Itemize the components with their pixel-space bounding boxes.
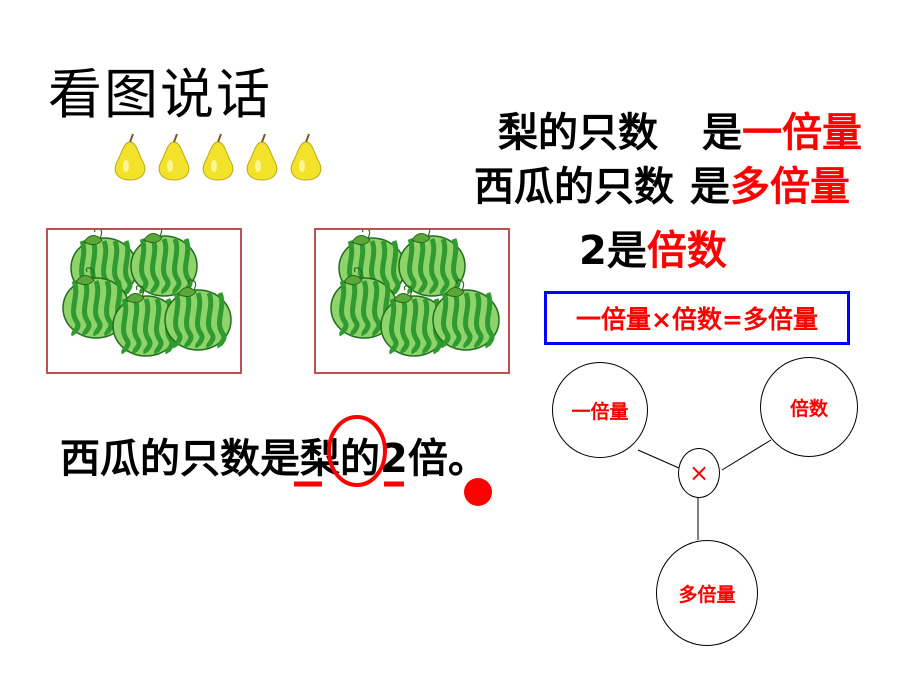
pear-icon: [202, 133, 234, 181]
formula-box: 一倍量×倍数=多倍量: [544, 291, 850, 345]
node-label: 多倍量: [678, 583, 736, 606]
formula-text: 一倍量×倍数=多倍量: [576, 305, 818, 334]
statement-verb: 是: [690, 164, 730, 210]
statement-subject: 梨的只数: [498, 110, 658, 156]
statement-term: 多倍量: [730, 164, 850, 210]
watermelon-box-right: [314, 225, 510, 374]
pears-illustration: [114, 133, 322, 181]
node-multiple: 倍数: [760, 357, 858, 457]
statement-verb: 是: [702, 110, 742, 156]
pear-icon: [158, 133, 190, 181]
watermelon-group-icon: [62, 225, 232, 357]
watermelon-icon: [164, 279, 232, 351]
watermelon-box-left: [46, 225, 242, 374]
node-label: 倍数: [789, 397, 828, 420]
main-sentence: 西瓜的只数是梨的2倍。: [60, 436, 488, 482]
node-one-unit: 一倍量: [552, 362, 648, 458]
node-operator: ×: [678, 448, 720, 498]
highlight-circle: [327, 415, 387, 487]
node-label: 一倍量: [571, 400, 629, 423]
node-result: 多倍量: [656, 540, 758, 646]
sentence-annotations: [294, 415, 492, 506]
red-dot-icon: [464, 478, 492, 506]
statement-subject: 2是: [579, 228, 647, 274]
statement-watermelon: 西瓜的只数是多倍量: [474, 154, 850, 212]
watermelon-icon: [112, 285, 180, 357]
watermelon-group-icon: [330, 225, 500, 357]
statement-subject: 西瓜的只数: [474, 164, 674, 210]
multiply-icon: ×: [688, 459, 710, 487]
statement-term: 一倍量: [742, 110, 862, 156]
statement-multiple: 2是倍数: [579, 218, 727, 276]
statement-pear: 梨的只数是一倍量: [498, 100, 862, 158]
pear-icon: [114, 133, 146, 181]
page-title: 看图说话: [48, 63, 272, 126]
pear-icon: [246, 133, 278, 181]
pear-row: [108, 132, 330, 182]
watermelon-icon: [432, 279, 500, 351]
pear-icon: [290, 133, 322, 181]
statement-term: 倍数: [646, 228, 727, 274]
